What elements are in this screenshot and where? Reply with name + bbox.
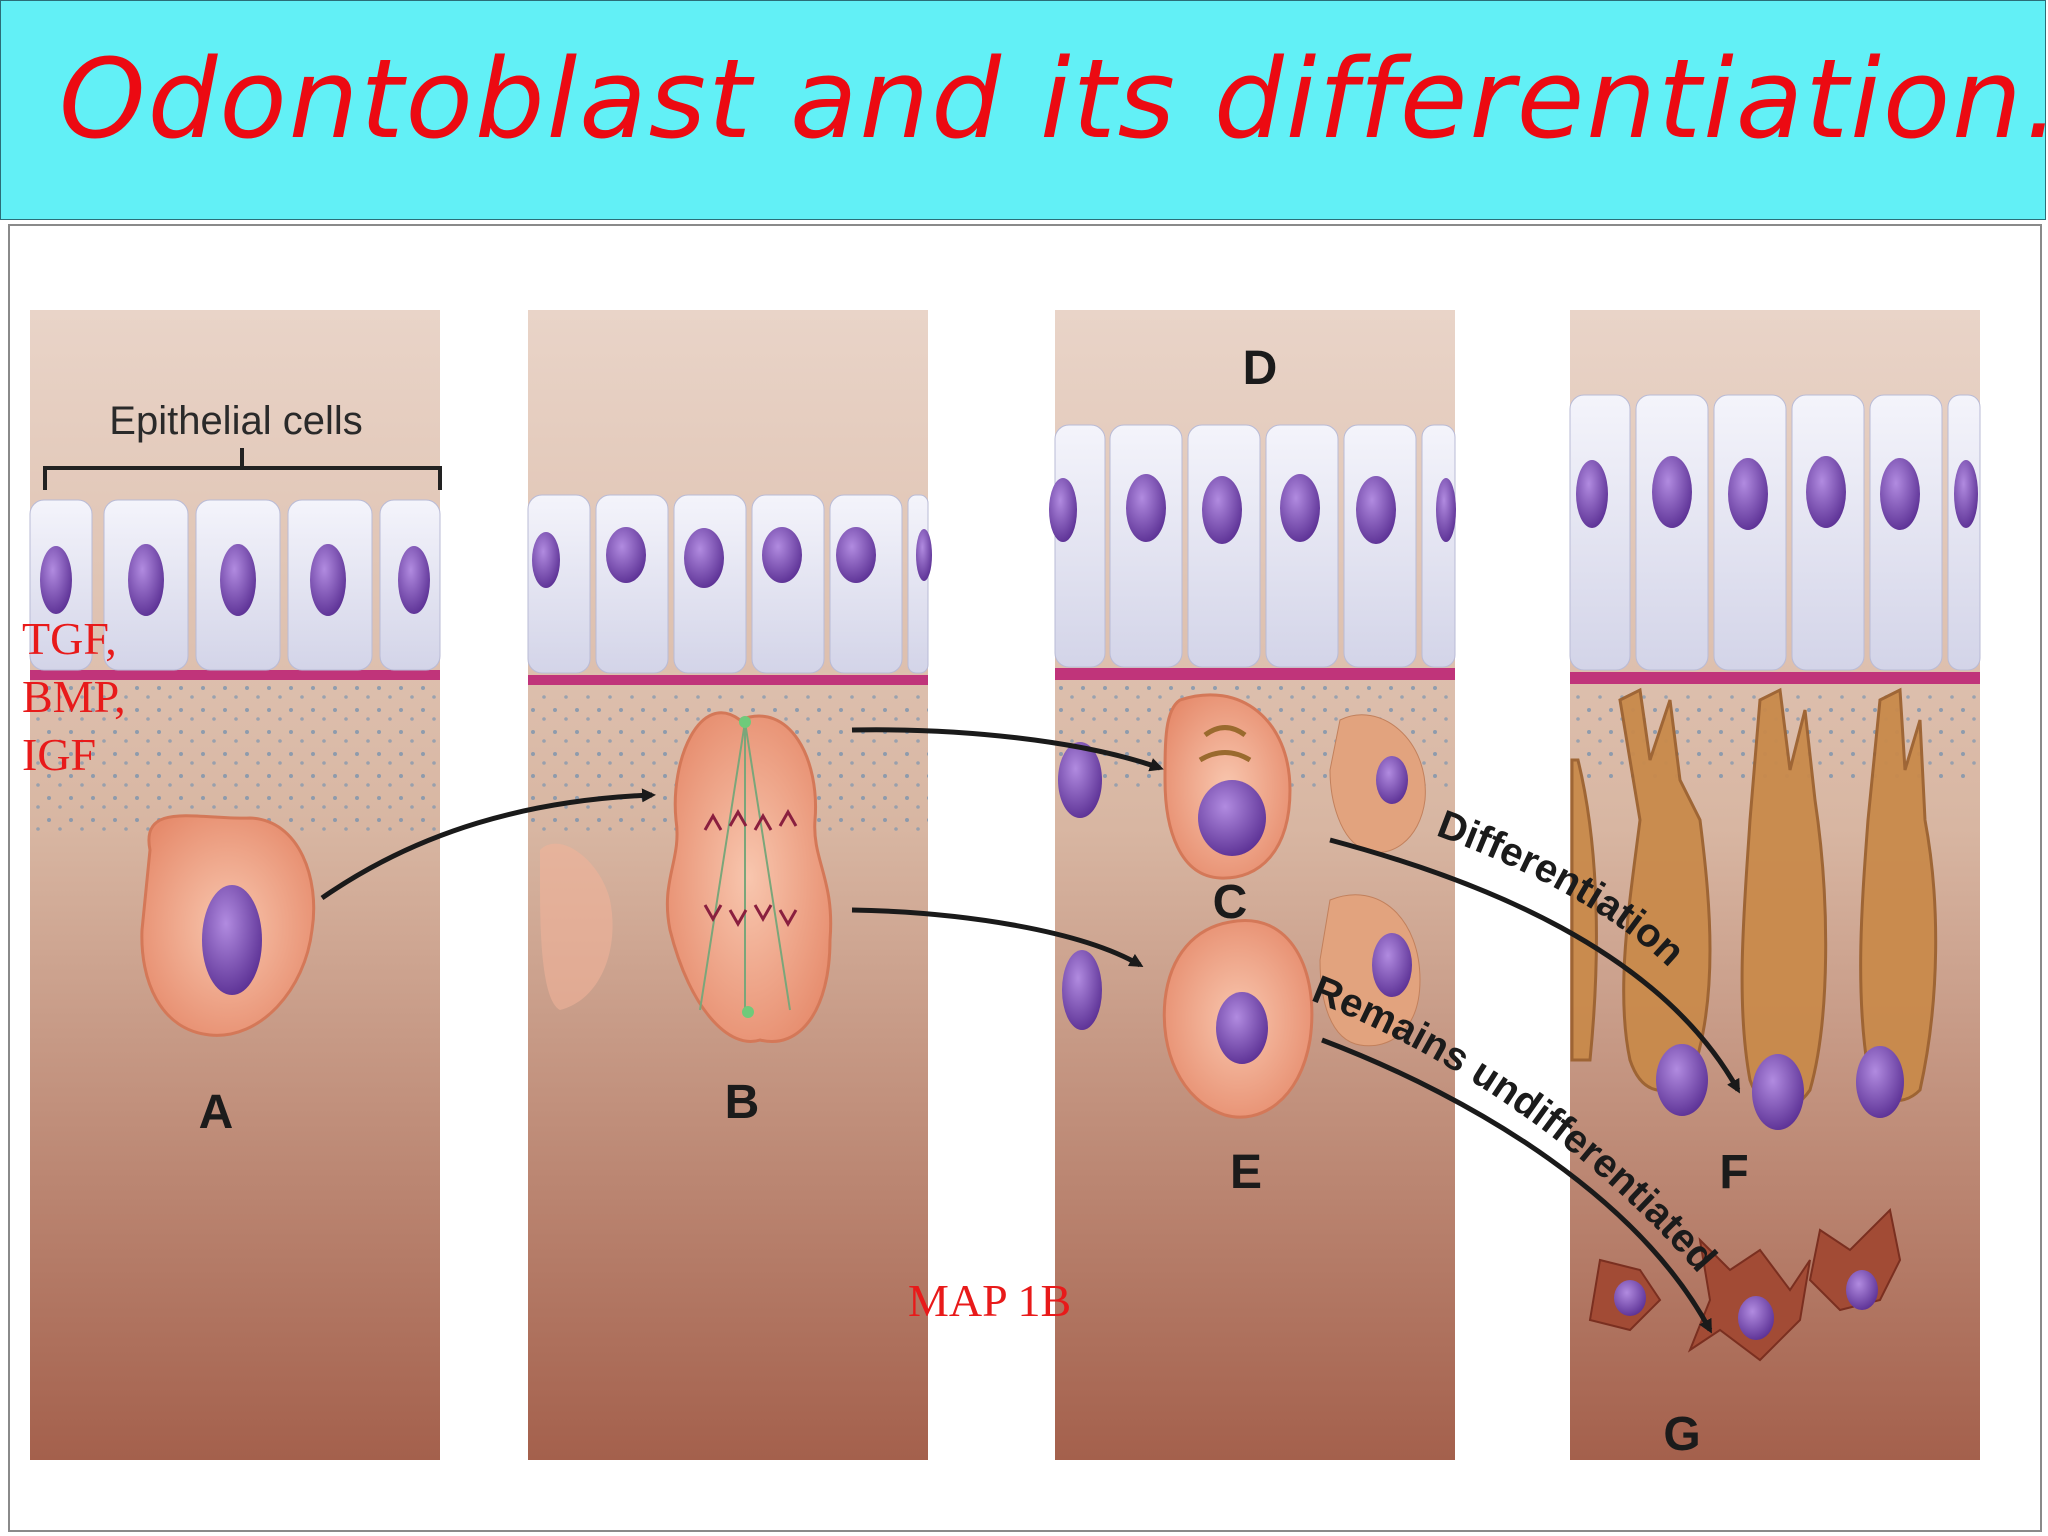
panel-b: B bbox=[527, 310, 932, 1460]
arrow-a-to-b bbox=[320, 788, 656, 901]
factor-tgf: TGF, bbox=[22, 613, 117, 664]
arrow-b-to-e bbox=[851, 907, 1144, 968]
epithelial-row-a bbox=[29, 499, 441, 671]
epithelial-row-d bbox=[1569, 394, 1981, 671]
panel-d: F G bbox=[1569, 310, 1981, 1461]
stage-label-f: F bbox=[1719, 1146, 1748, 1199]
panel-a: Epithelial cells A bbox=[29, 310, 442, 1460]
epithelial-row-c bbox=[1049, 424, 1456, 668]
panel-c: D C E bbox=[1049, 310, 1456, 1460]
epithelial-row-b bbox=[527, 494, 932, 674]
factor-bmp: BMP, bbox=[22, 671, 126, 722]
epithelial-label: Epithelial cells bbox=[109, 399, 362, 443]
arrow-undifferentiated bbox=[1321, 1037, 1713, 1334]
stage-label-a: A bbox=[199, 1086, 234, 1139]
title-bar: Odontoblast and its differentiation… bbox=[0, 0, 2048, 220]
stage-label-g: G bbox=[1663, 1408, 1700, 1461]
stage-label-e: E bbox=[1230, 1146, 1262, 1199]
arrow-b-to-c bbox=[851, 727, 1164, 772]
slide-title: Odontoblast and its differentiation… bbox=[59, 35, 2048, 163]
stage-label-d: D bbox=[1243, 342, 1278, 395]
process-arrows bbox=[320, 727, 1741, 1334]
growth-factors-label: TGF, BMP, IGF bbox=[22, 610, 126, 784]
map-1b-label: MAP 1B bbox=[908, 1275, 1072, 1326]
factor-igf: IGF bbox=[22, 729, 97, 780]
stage-label-b: B bbox=[725, 1076, 760, 1129]
arrow-differentiation bbox=[1329, 837, 1741, 1094]
